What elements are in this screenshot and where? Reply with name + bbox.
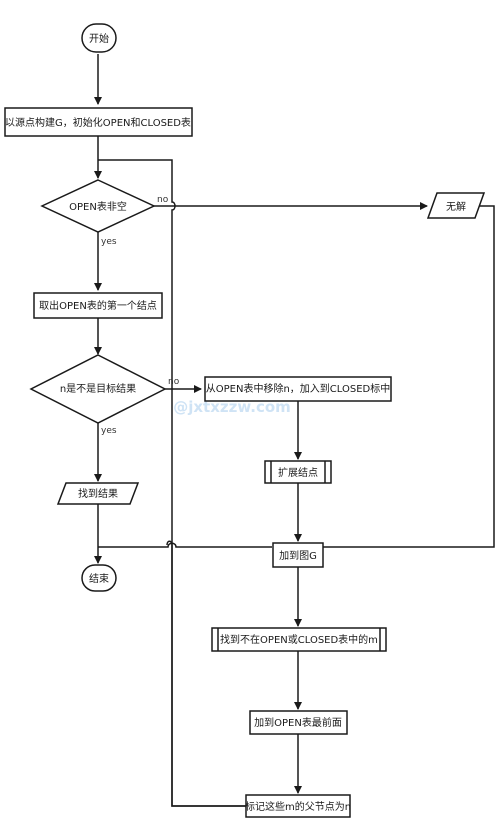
mark-parent-node: 标记这些m的父节点为n bbox=[245, 794, 351, 818]
no-label-1: no bbox=[157, 195, 169, 205]
init-node: 以源点构建G，初始化OPEN和CLOSED表 bbox=[4, 107, 193, 137]
add-open-node: 加到OPEN表最前面 bbox=[249, 710, 348, 735]
watermark: @jxtxzzw.com bbox=[173, 398, 291, 416]
add-graph-node: 加到图G bbox=[272, 542, 324, 568]
yes-label-2: yes bbox=[101, 426, 117, 436]
yes-label-1: yes bbox=[101, 237, 117, 247]
move-closed-label: 从OPEN表中移除n，加入到CLOSED标中 bbox=[206, 382, 390, 395]
end-node: 结束 bbox=[81, 564, 117, 592]
add-graph-label: 加到图G bbox=[279, 550, 317, 562]
take-first-label: 取出OPEN表的第一个结点 bbox=[39, 299, 157, 312]
open-check-node: OPEN表非空 bbox=[40, 179, 156, 233]
init-label: 以源点构建G，初始化OPEN和CLOSED表 bbox=[5, 116, 191, 129]
add-open-label: 加到OPEN表最前面 bbox=[254, 716, 342, 729]
goal-check-label: n是不是目标结果 bbox=[60, 382, 136, 395]
move-closed-node: 从OPEN表中移除n，加入到CLOSED标中 bbox=[204, 376, 392, 402]
expand-label: 扩展结点 bbox=[278, 466, 318, 479]
no-solution-node: 无解 bbox=[426, 192, 486, 219]
expand-node: 扩展结点 bbox=[264, 460, 332, 484]
goal-check-node: n是不是目标结果 bbox=[29, 354, 167, 424]
edge-nosolution-route bbox=[322, 205, 495, 548]
start-label: 开始 bbox=[89, 32, 109, 45]
find-m-label: 找到不在OPEN或CLOSED表中的m bbox=[220, 633, 378, 646]
no-label-2: no bbox=[168, 377, 180, 387]
mark-parent-label: 标记这些m的父节点为n bbox=[245, 800, 351, 813]
found-label: 找到结果 bbox=[78, 487, 118, 500]
take-first-node: 取出OPEN表的第一个结点 bbox=[33, 292, 163, 319]
found-node: 找到结果 bbox=[56, 482, 140, 505]
end-label: 结束 bbox=[89, 572, 109, 585]
start-node: 开始 bbox=[81, 23, 117, 53]
edge-route-end bbox=[98, 542, 272, 548]
no-solution-label: 无解 bbox=[446, 200, 466, 213]
find-m-node: 找到不在OPEN或CLOSED表中的m bbox=[211, 627, 387, 652]
open-check-label: OPEN表非空 bbox=[69, 200, 127, 213]
edge-loop-segment bbox=[166, 540, 246, 807]
